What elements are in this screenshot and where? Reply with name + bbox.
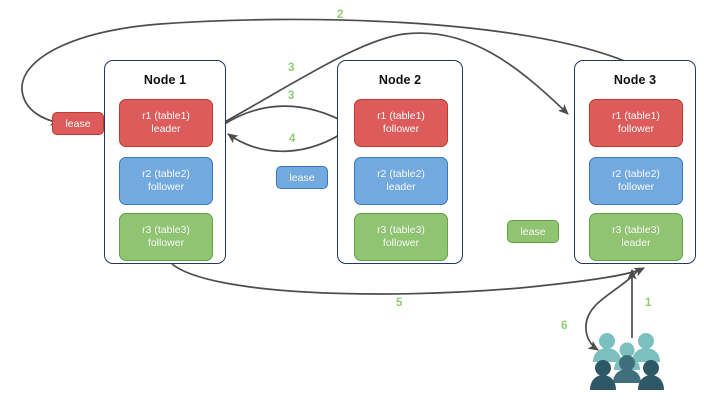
replica-node1-r1[interactable]: r1 (table1) leader [119,99,213,147]
replica-node3-r3[interactable]: r3 (table3) leader [589,213,683,261]
edge-label-3-upper: 3 [288,62,295,74]
lease-box-table1[interactable]: lease [52,112,104,135]
lease-label: lease [520,225,546,238]
replica-role: leader [621,237,651,249]
replica-role: follower [147,181,185,193]
replica-name: r2 (table2) [377,168,425,181]
replica-node1-r2[interactable]: r2 (table2) follower [119,157,213,205]
lease-label: lease [289,171,315,184]
replica-name: r1 (table1) [377,110,425,123]
lease-label: lease [65,117,91,130]
replica-node1-r3[interactable]: r3 (table3) follower [119,213,213,261]
node-container-node2[interactable]: Node 2 r1 (table1) follower r2 (table2) … [337,60,463,264]
replica-name: r3 (table3) [142,224,190,237]
replica-name: r2 (table2) [612,168,660,181]
edge-label-3-lower: 3 [288,90,295,102]
lease-box-table2[interactable]: lease [276,166,328,189]
replica-role: follower [617,181,655,193]
node-title-node1: Node 1 [143,73,187,87]
edge-label-6: 6 [561,320,568,332]
replica-role: leader [151,123,181,135]
replica-node3-r1[interactable]: r1 (table1) follower [589,99,683,147]
node-container-node3[interactable]: Node 3 r1 (table1) follower r2 (table2) … [574,60,696,264]
edge-label-2: 2 [337,9,344,21]
replica-node2-r2[interactable]: r2 (table2) leader [354,157,448,205]
edge-5-path [171,263,645,295]
lease-box-table3[interactable]: lease [507,220,559,243]
replica-node3-r2[interactable]: r2 (table2) follower [589,157,683,205]
replica-role: follower [617,123,655,135]
node-title-node3: Node 3 [613,73,657,87]
edge-3-lower-path [222,105,349,126]
edge-label-5: 5 [396,297,403,309]
node-container-node1[interactable]: Node 1 r1 (table1) leader r2 (table2) fo… [104,60,226,264]
replica-name: r2 (table2) [142,168,190,181]
edge-label-4: 4 [289,133,296,145]
replica-name: r1 (table1) [612,110,660,123]
replica-node2-r3[interactable]: r3 (table3) follower [354,213,448,261]
replica-role: follower [382,237,420,249]
replica-name: r1 (table1) [142,110,190,123]
replica-name: r3 (table3) [377,224,425,237]
edge-label-1: 1 [645,297,652,309]
replica-role: follower [147,237,185,249]
replica-role: leader [386,181,416,193]
replica-role: follower [382,123,420,135]
people-icon [590,333,664,390]
replica-name: r3 (table3) [612,224,660,237]
replica-node2-r1[interactable]: r1 (table1) follower [354,99,448,147]
node-title-node2: Node 2 [378,73,422,87]
